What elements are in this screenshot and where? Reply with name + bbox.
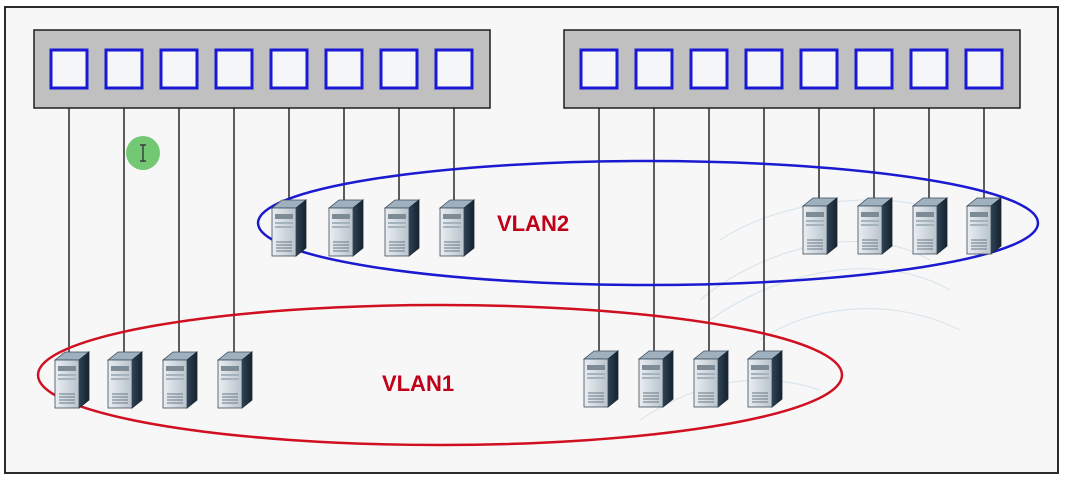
server-tower-icon [106,351,144,409]
server-tower-icon [637,350,675,408]
switch-right-port-8 [964,48,1004,90]
switch-right-port-7 [909,48,949,90]
vlan1-boundary [36,303,844,447]
server-tower-icon [911,197,949,255]
vlan2-label: VLAN2 [497,211,569,236]
switch-left-port-3 [159,48,199,90]
server-tower-icon [801,197,839,255]
switch-right [563,29,1021,109]
switch-left-chassis [33,29,491,109]
server-tower-icon [327,199,365,257]
server-tower-icon [438,199,476,257]
server-tower-icon [53,351,91,409]
switch-right-chassis [563,29,1021,109]
switch-right-port-2 [634,48,674,90]
vlan1-label: VLAN1 [382,371,454,396]
server-tower-icon [216,351,254,409]
switch-left-port-1 [49,48,89,90]
switch-left-port-7 [379,48,419,90]
background-watermark [639,199,961,421]
server-tower-icon [582,350,620,408]
switch-left [33,29,491,109]
switch-right-port-6 [854,48,894,90]
switch-layer [33,29,1021,109]
server-tower-icon [161,351,199,409]
server-tower-icon [856,197,894,255]
switch-left-port-4 [214,48,254,90]
switch-right-port-1 [579,48,619,90]
text-cursor-icon [126,136,160,170]
server-tower-icon [965,197,1003,255]
server-tower-icon [692,350,730,408]
vlan-layer: VLAN1 VLAN2 [36,159,1040,447]
switch-right-port-4 [744,48,784,90]
server-tower-icon [746,350,784,408]
vlan2-boundary [256,159,1040,287]
host-layer [53,197,1003,409]
switch-right-port-5 [799,48,839,90]
switch-right-port-3 [689,48,729,90]
server-tower-icon [383,199,421,257]
switch-left-port-6 [324,48,364,90]
switch-left-port-8 [434,48,474,90]
server-tower-icon [270,199,308,257]
switch-left-port-5 [269,48,309,90]
switch-left-port-2 [104,48,144,90]
